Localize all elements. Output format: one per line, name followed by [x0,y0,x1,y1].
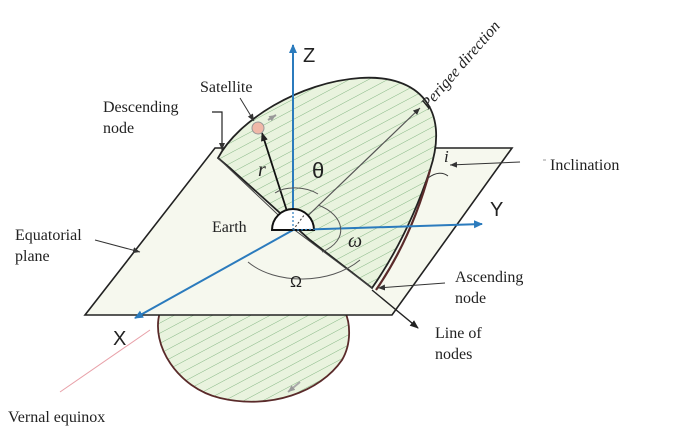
descending-node-label-line1: Descending [103,99,179,116]
orbit-shadow-edge [375,169,432,291]
orbit-upper-half [216,76,438,290]
omega-arc [317,204,342,253]
inclination-label: Inclination [550,157,619,174]
vernal-equinox-label: Vernal equinox [8,409,105,426]
orbit-lower-half [157,311,351,403]
earth-hemisphere [270,208,316,231]
line-of-nodes-arrow [371,289,419,329]
earth-label: Earth [212,219,247,236]
perigee-direction-label: Perigee direction [418,18,504,114]
vernal-equinox-line [59,329,151,393]
ascending-node-label-line2: node [455,290,486,307]
earth-dotted-2 [292,213,306,231]
satellite-leader [239,97,255,122]
y-axis [292,220,483,231]
perigee-direction-line [292,107,421,231]
earth-dotted-3 [292,228,323,231]
descending-node-leader [212,111,225,150]
equatorial-plane-label-line1: Equatorial [15,227,82,244]
line-of-nodes-label-line2: nodes [435,346,472,363]
satellite-motion-arrow [267,114,277,122]
z-axis-label: Z [303,45,315,67]
omega-symbol: ω [348,230,362,252]
inclination-arc [427,172,449,179]
ascending-node-leader [377,282,446,291]
x-axis [134,229,294,319]
line-of-nodes-label-line1: Line of [435,325,482,342]
orbit-lower-arrow [287,381,301,393]
ascending-node-label-line1: Ascending [455,269,523,286]
descending-node-label-line2: node [103,120,134,137]
satellite-label: Satellite [200,79,252,96]
Omega-symbol: Ω [290,274,302,291]
equatorial-plane-leader [94,239,141,254]
theta-symbol: θ [312,158,324,183]
y-axis-label: Y [490,199,503,221]
inclination-leader [449,161,521,168]
equatorial-plane-label-line2: plane [15,248,50,265]
x-axis-label: X [113,328,126,350]
satellite-dot [251,121,265,135]
theta-arc [274,187,319,195]
Omega-arc [247,259,361,280]
r-symbol: r [258,159,266,181]
i-symbol: i [444,147,449,166]
